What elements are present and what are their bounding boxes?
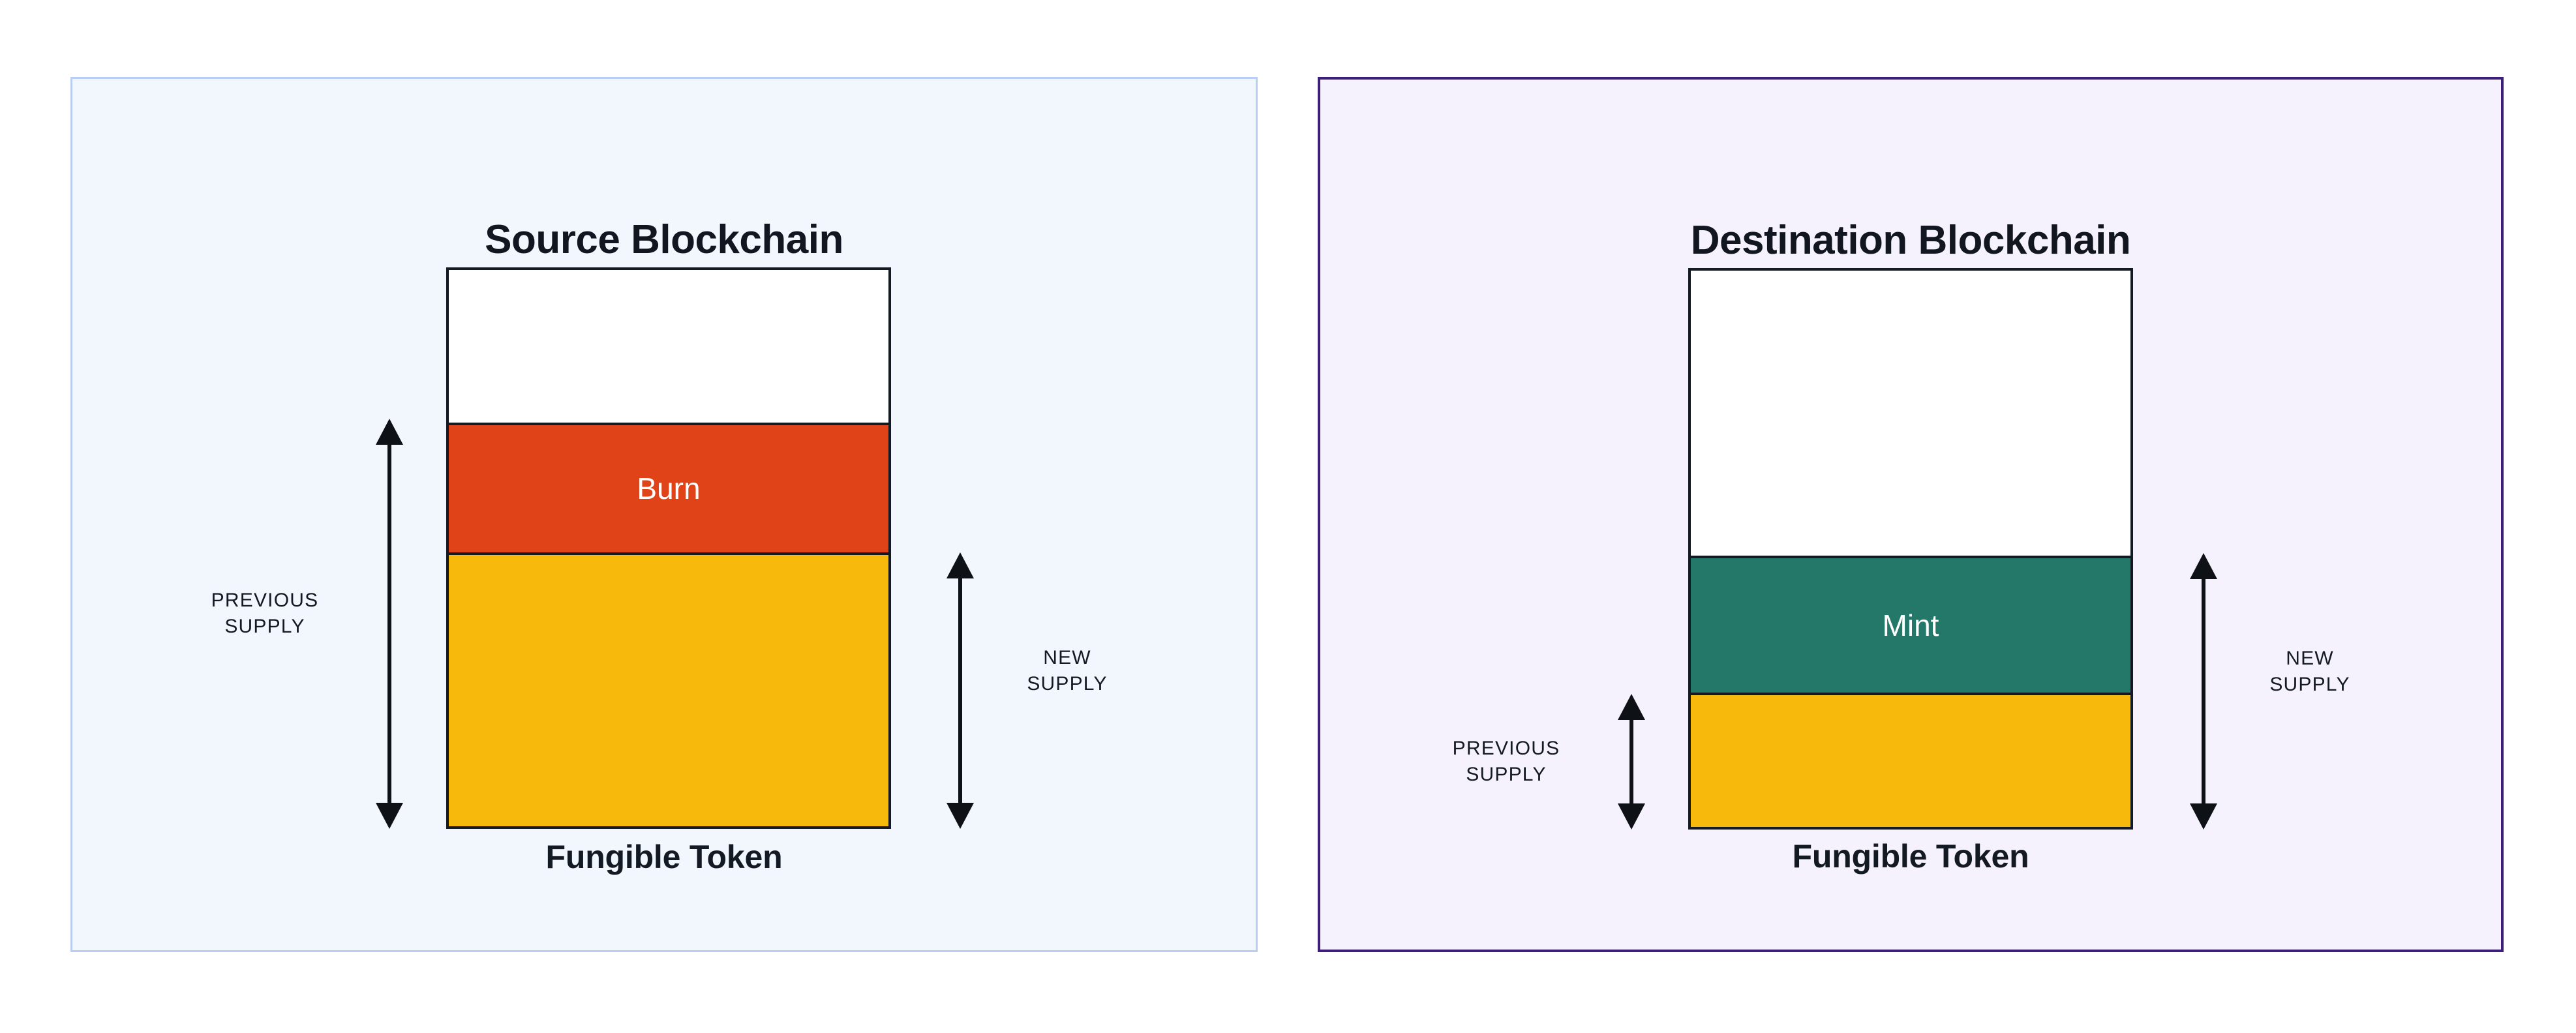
destination-new-supply-arrow [2189,553,2218,830]
source-new-supply-arrow [946,552,975,829]
destination-blockchain-panel: Destination Blockchain Mint PREVIOUS SUP… [1318,77,2504,952]
destination-previous-supply-label: PREVIOUS SUPPLY [1452,738,1560,785]
destination-token-supply-bar: Mint [1688,268,2133,830]
destination-panel-footer-label: Fungible Token [1792,838,2029,875]
source-token-supply-bar: Burn [446,267,891,829]
source-panel-title: Source Blockchain [485,217,843,263]
destination-panel-title: Destination Blockchain [1690,218,2131,263]
destination-segment-headroom [1691,271,2130,556]
source-new-supply-label: NEW SUPPLY [1027,647,1108,695]
source-previous-supply-label: PREVIOUS SUPPLY [211,590,319,637]
destination-segment-existing-supply [1691,695,2130,827]
source-blockchain-panel: Source Blockchain Burn PREVIOUS SUPPLY N… [70,77,1258,952]
source-segment-remaining-supply [449,554,888,826]
source-segment-burn: Burn [449,422,888,555]
destination-segment-mint: Mint [1691,555,2130,695]
destination-new-supply-label: NEW SUPPLY [2269,648,2350,695]
source-previous-supply-arrow [375,419,404,829]
source-panel-footer-label: Fungible Token [545,839,783,875]
source-segment-headroom [449,270,888,423]
destination-previous-supply-arrow [1617,694,1646,830]
